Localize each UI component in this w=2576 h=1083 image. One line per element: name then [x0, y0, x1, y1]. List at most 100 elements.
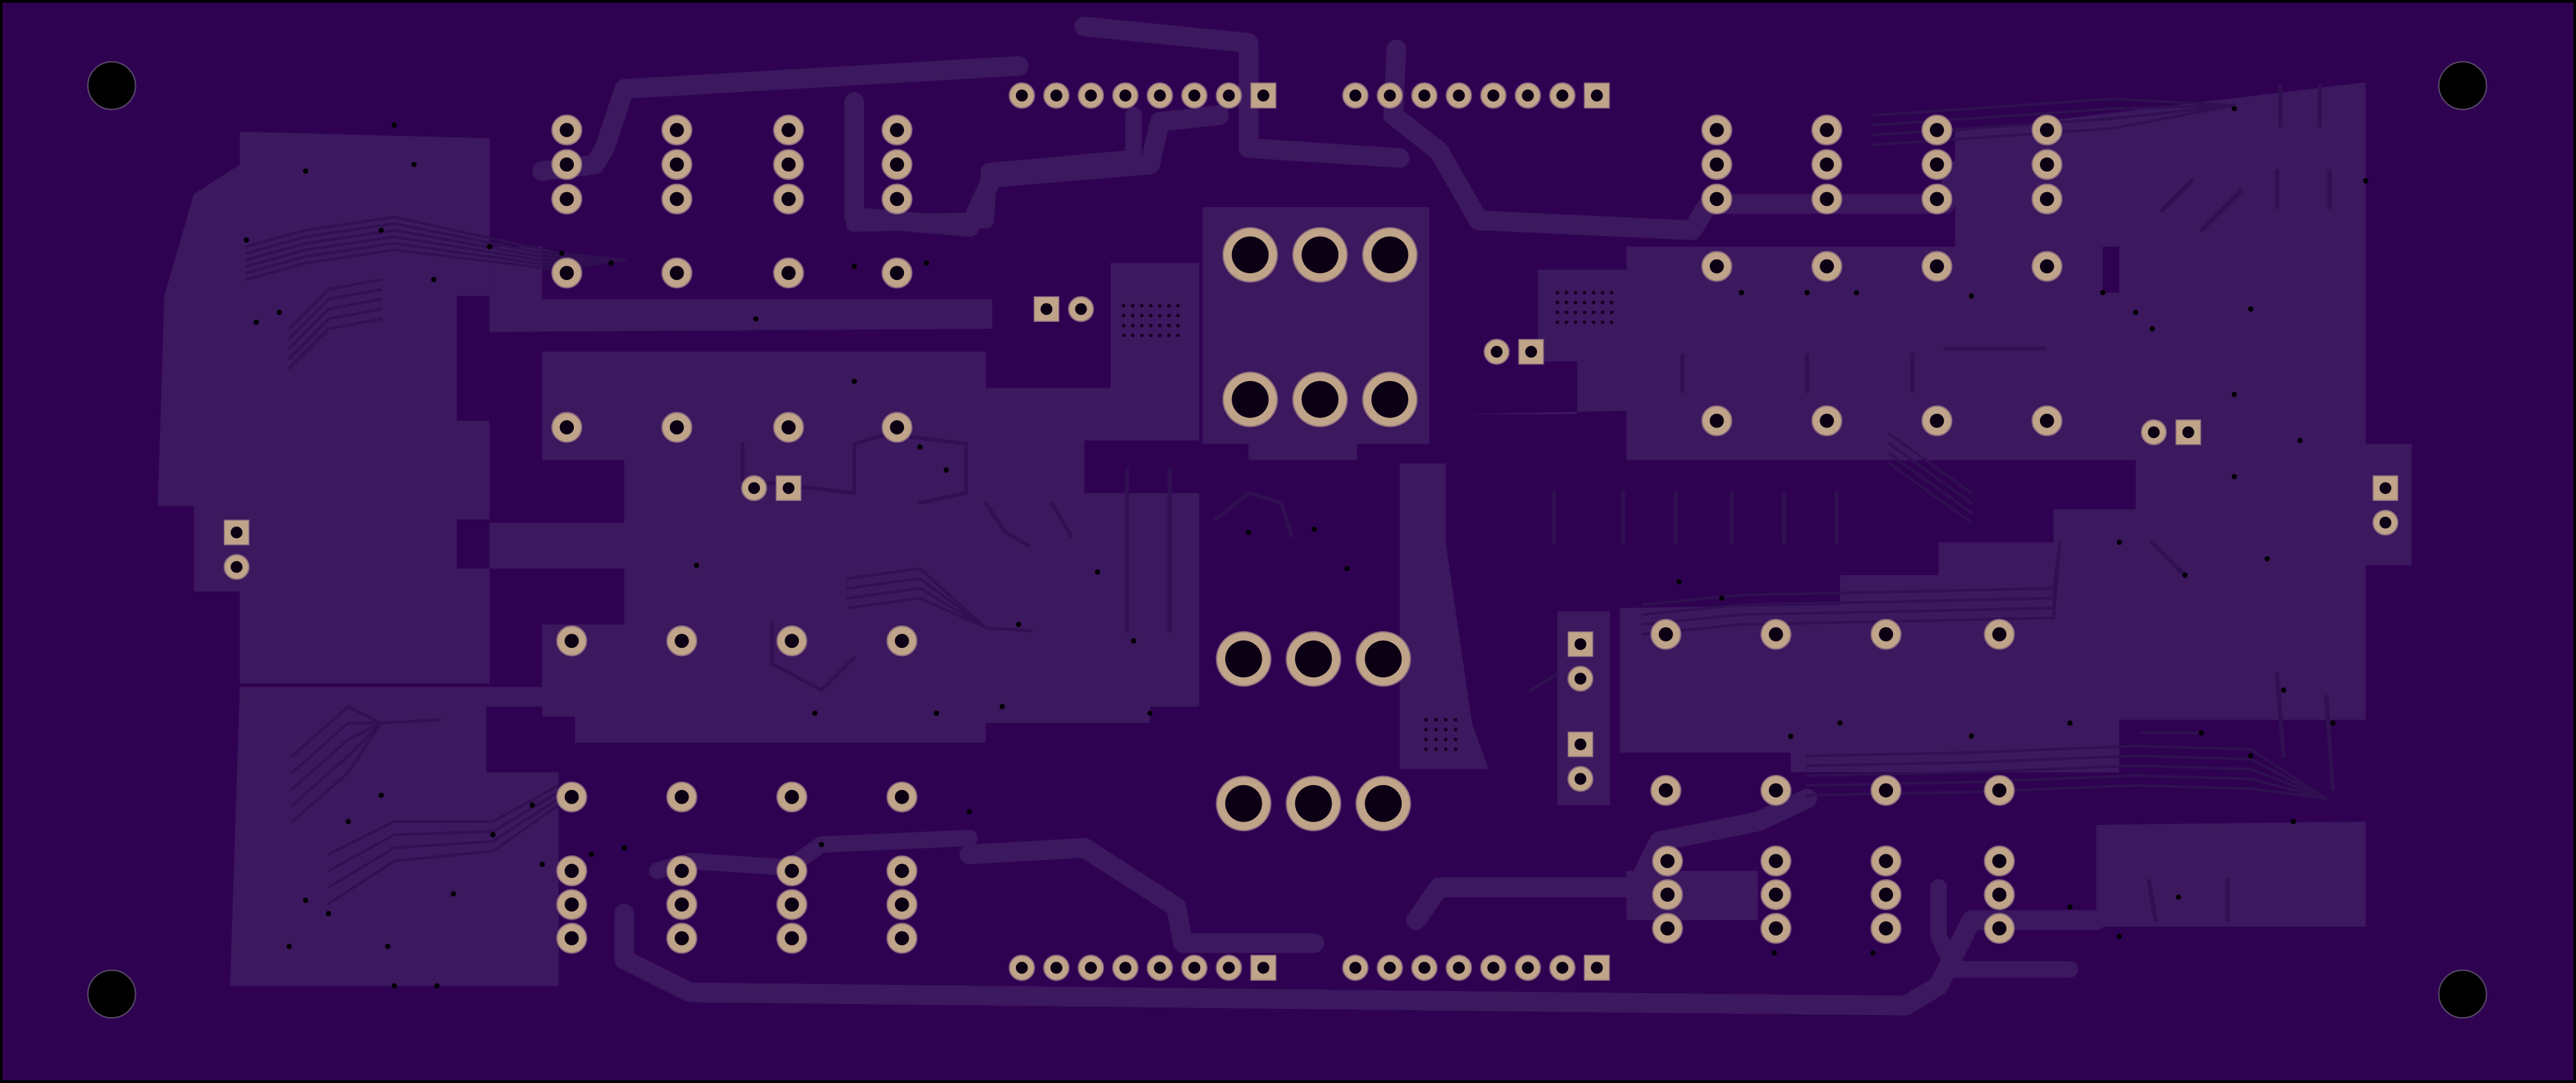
- trace: [288, 298, 383, 350]
- via: [434, 983, 440, 989]
- pad-hole: [1992, 783, 2007, 797]
- pad-hole: [1231, 236, 1269, 274]
- pad-hole: [1371, 236, 1408, 274]
- via: [1610, 290, 1614, 295]
- via: [1555, 310, 1559, 314]
- pad-hole: [1301, 381, 1339, 418]
- via: [1311, 526, 1317, 532]
- copper-pour: [230, 686, 559, 986]
- pad-hole: [2379, 516, 2391, 529]
- pad-hole: [1929, 123, 1945, 137]
- via: [2198, 730, 2205, 736]
- via: [2067, 904, 2073, 910]
- via: [1246, 530, 1251, 535]
- trace: [1805, 784, 2328, 800]
- pad-hole: [2039, 259, 2054, 274]
- power-trace: [614, 903, 2107, 1016]
- via: [244, 237, 249, 243]
- trace: [984, 500, 1031, 548]
- pad-hole: [894, 897, 909, 912]
- pad-hole: [1574, 738, 1587, 751]
- pad-hole: [1769, 854, 1783, 868]
- trace: [1888, 432, 1973, 495]
- via: [1573, 290, 1577, 295]
- via: [2231, 391, 2237, 397]
- via: [2330, 720, 2336, 726]
- pad-hole: [1992, 627, 2007, 642]
- via: [1601, 301, 1605, 305]
- via: [1592, 320, 1596, 325]
- via: [1016, 622, 1021, 627]
- via: [277, 310, 282, 315]
- via: [2297, 437, 2303, 443]
- via: [2175, 894, 2181, 900]
- copper-pour: [2096, 822, 2366, 927]
- trace: [1805, 754, 2328, 800]
- pad-hole: [669, 191, 684, 207]
- pad-hole: [669, 420, 684, 434]
- pad-hole: [1016, 89, 1028, 102]
- pad-hole: [1574, 673, 1587, 685]
- via: [933, 710, 940, 716]
- pad-hole: [1879, 854, 1894, 868]
- pad-hole: [1188, 962, 1200, 974]
- via: [529, 802, 535, 808]
- via: [1573, 301, 1577, 305]
- via: [1167, 314, 1171, 318]
- pad-hole: [231, 526, 243, 539]
- via: [1592, 301, 1596, 305]
- trace: [288, 288, 383, 340]
- pad-hole: [1084, 89, 1098, 102]
- pad-hole: [1929, 413, 1945, 428]
- via: [1592, 290, 1596, 295]
- via: [2100, 290, 2106, 296]
- mounting-holes: [87, 61, 2487, 1019]
- via: [1139, 303, 1144, 308]
- pad-hole: [1929, 157, 1945, 172]
- trace: [1049, 500, 1074, 538]
- pad-hole: [785, 863, 800, 878]
- pad-hole: [2039, 413, 2054, 428]
- via: [608, 260, 614, 266]
- via: [1424, 727, 1428, 732]
- power-trace: [846, 106, 1142, 232]
- via: [851, 264, 857, 269]
- trace: [288, 317, 383, 370]
- via: [2248, 753, 2253, 759]
- via: [1424, 747, 1428, 752]
- pad-hole: [1709, 413, 1724, 428]
- pad-hole: [1992, 887, 2007, 902]
- trace: [1805, 764, 2328, 800]
- via: [1573, 320, 1577, 325]
- via: [1424, 718, 1428, 722]
- trace: [288, 307, 383, 360]
- via: [1969, 733, 1975, 739]
- pad-hole: [559, 191, 575, 207]
- pad-hole: [781, 123, 796, 137]
- copper-pour: [157, 131, 490, 684]
- pad-hole: [1154, 89, 1166, 102]
- pad-hole: [1222, 89, 1235, 102]
- vias: [244, 106, 2369, 989]
- via: [1739, 290, 1744, 296]
- trace: [2199, 188, 2243, 233]
- trace: [245, 216, 626, 261]
- via: [1772, 950, 1777, 956]
- pad-hole: [894, 931, 909, 946]
- mount-hole: [87, 61, 137, 110]
- pad-hole: [781, 157, 796, 172]
- via: [1130, 638, 1137, 644]
- power-trace: [1074, 16, 1410, 168]
- via: [1176, 314, 1180, 318]
- trace: [1871, 104, 2236, 127]
- pad-hole: [1769, 887, 1783, 902]
- pad-hole: [1418, 89, 1430, 102]
- trace: [2146, 878, 2158, 922]
- pad-hole: [674, 863, 689, 878]
- via: [1147, 710, 1153, 716]
- copper-pour: [1455, 246, 2412, 773]
- pad-hole: [559, 420, 575, 434]
- via: [1555, 320, 1559, 325]
- via: [2149, 326, 2155, 331]
- pad-hole: [1365, 640, 1402, 677]
